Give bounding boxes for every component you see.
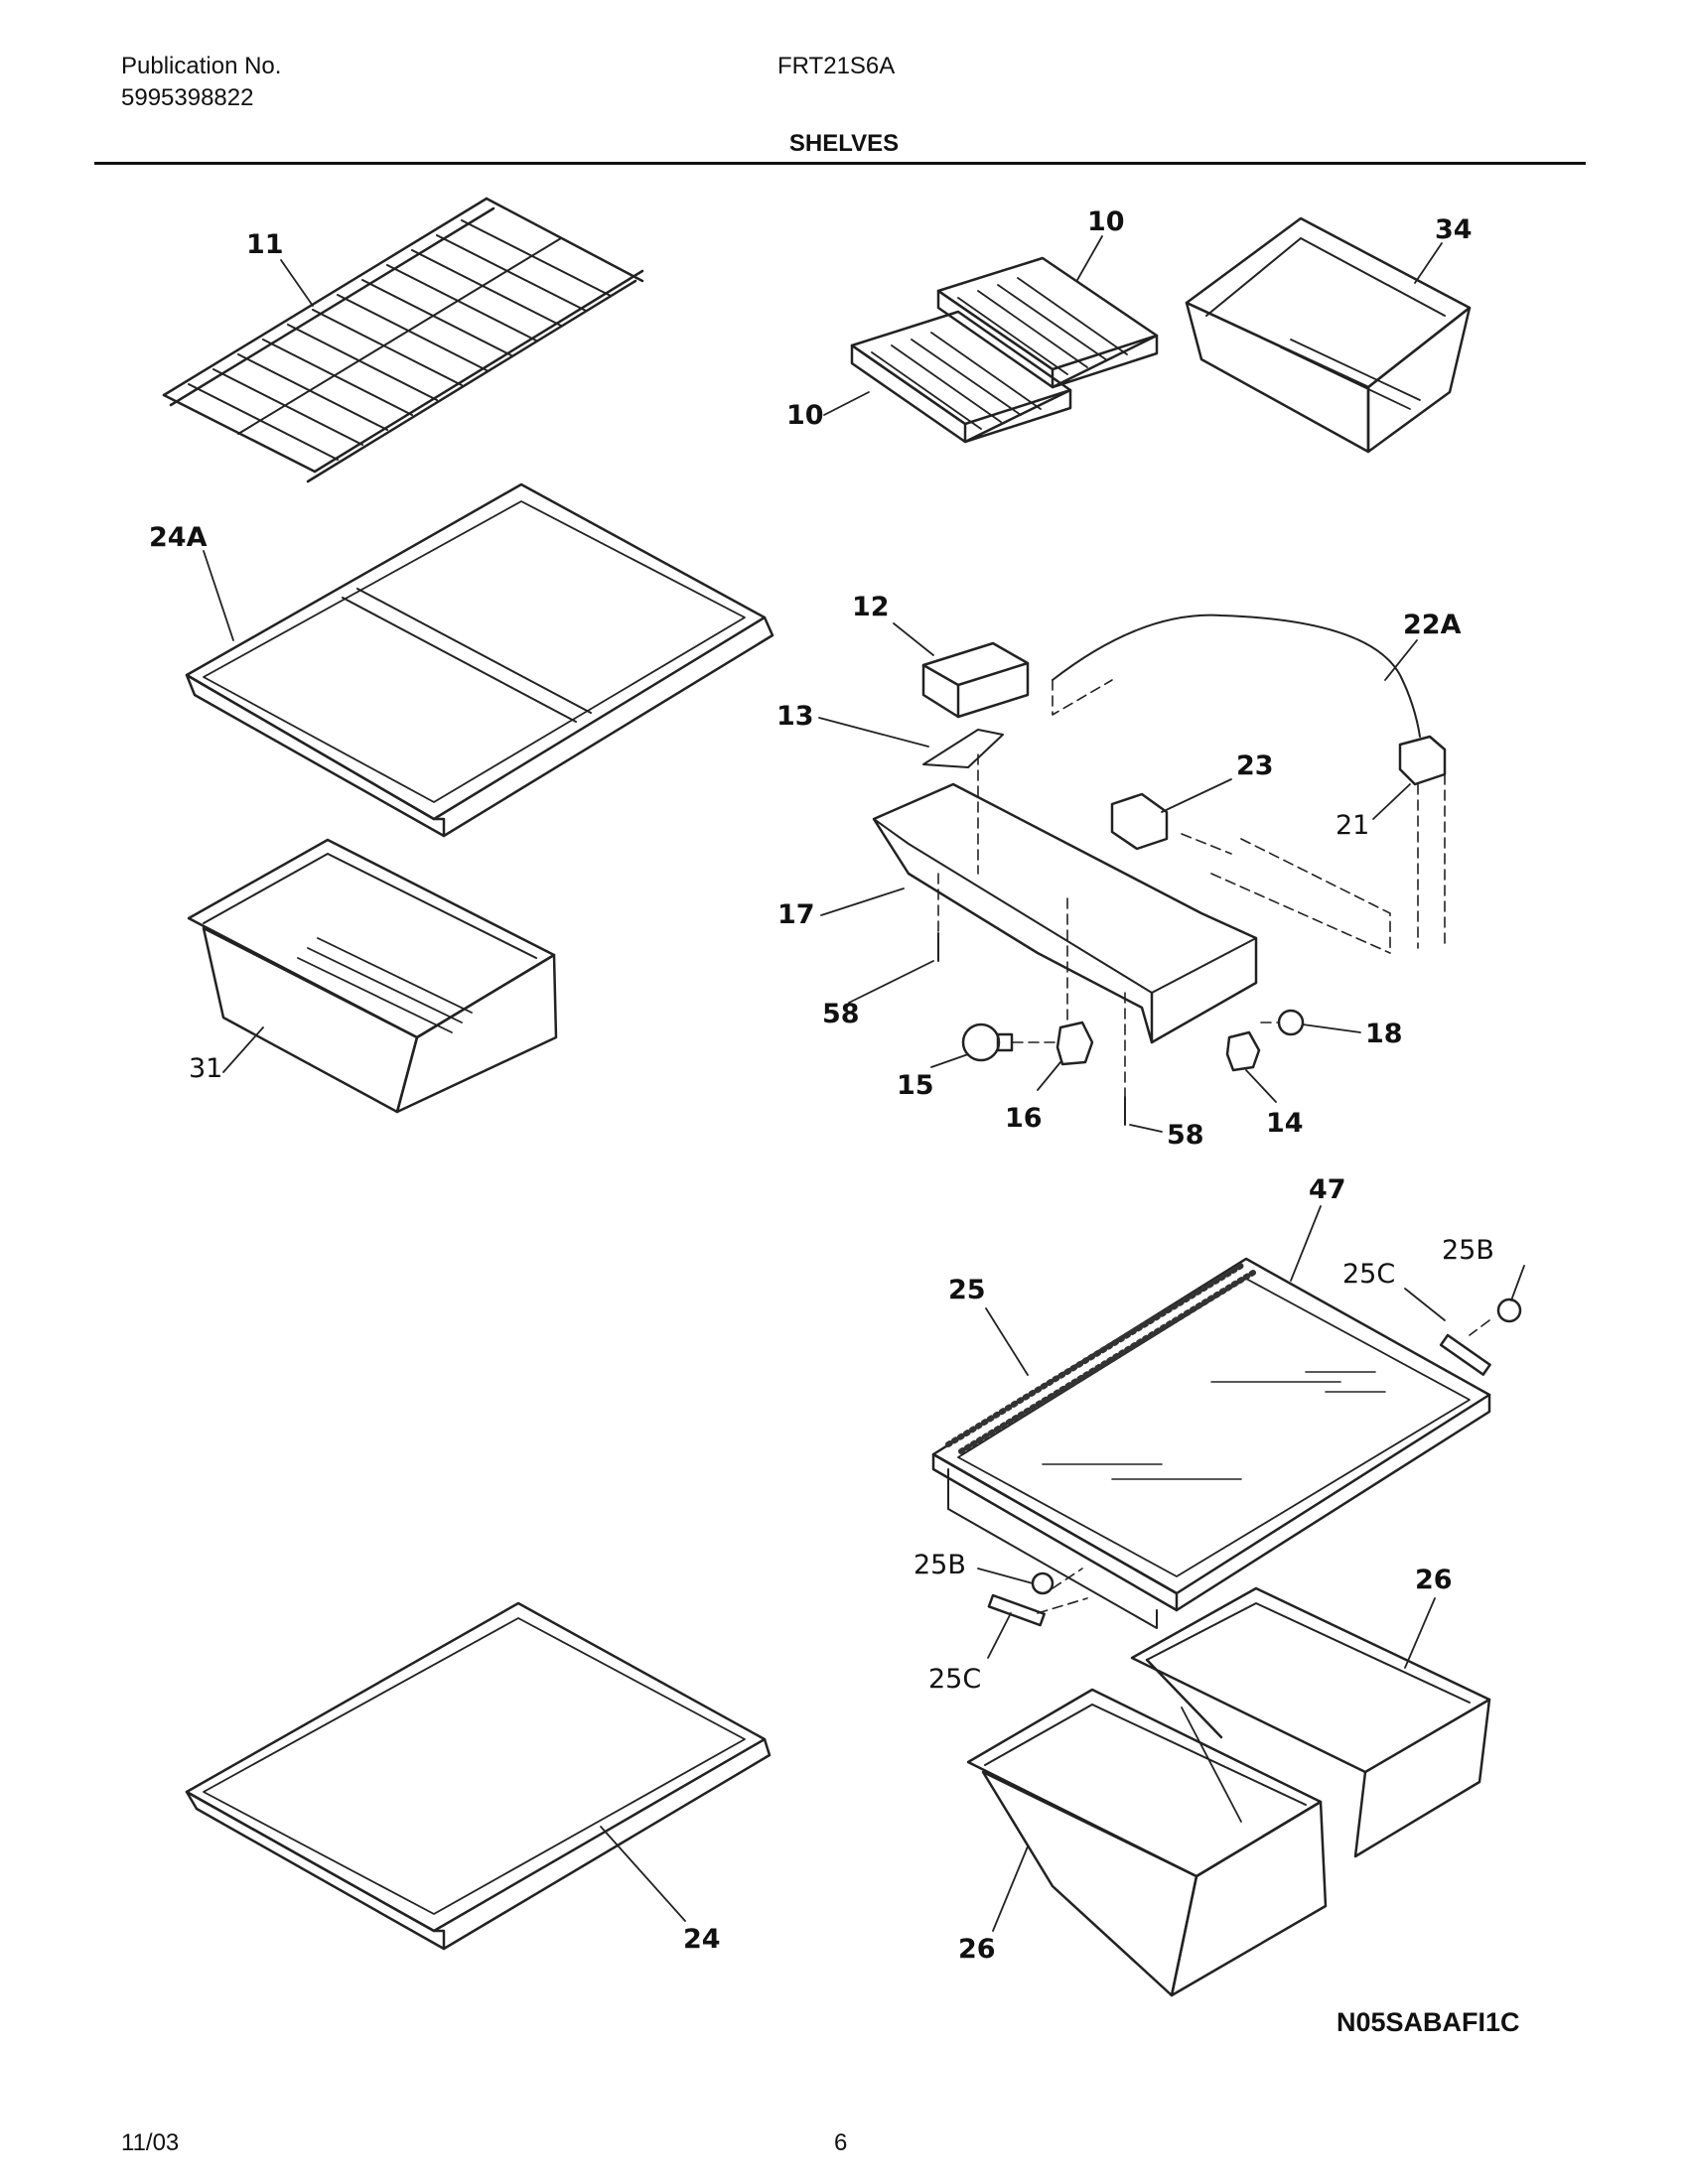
crisper-drawers-drawing [966, 1586, 1491, 1997]
section-title: SHELVES [788, 130, 900, 157]
light-housing-assembly-drawing [872, 614, 1447, 1126]
callout-18: 18 [1365, 1019, 1403, 1049]
callout-26-lower: 26 [958, 1934, 996, 1965]
glass-shelf-24-drawing [185, 1601, 772, 1951]
callout-31: 31 [189, 1053, 222, 1084]
callout-10-upper: 10 [1087, 206, 1125, 237]
publication-number: 5995398822 [121, 84, 254, 111]
callout-15: 15 [897, 1070, 934, 1101]
header-rule [94, 162, 1586, 165]
callout-12: 12 [852, 592, 890, 622]
publication-label: Publication No. [121, 53, 282, 79]
callout-24A: 24A [149, 522, 208, 553]
freezer-bin-drawing [1185, 216, 1472, 454]
callout-10-lower: 10 [786, 400, 824, 431]
glass-shelf-24A-drawing [185, 482, 774, 838]
wire-shelf-drawing [162, 197, 644, 483]
callout-16: 16 [1005, 1103, 1043, 1134]
crisper-cover-drawing [931, 1257, 1522, 1629]
page-number: 6 [834, 2129, 848, 2156]
figure-code: N05SABAFI1C [1336, 2007, 1520, 2037]
leader-lines [203, 235, 1525, 1932]
callout-22A: 22A [1403, 610, 1462, 640]
ice-tray-drawing [850, 256, 1159, 444]
callout-25B-upper: 25B [1442, 1235, 1494, 1266]
callout-25: 25 [948, 1275, 986, 1305]
model-number: FRT21S6A [777, 53, 896, 79]
callout-47: 47 [1309, 1174, 1346, 1205]
callout-25C-lower: 25C [928, 1664, 981, 1695]
callout-11: 11 [246, 229, 284, 260]
callout-14: 14 [1266, 1108, 1304, 1139]
crisper-pan-drawing [187, 838, 558, 1114]
callout-23: 23 [1236, 751, 1274, 781]
callout-58-upper: 58 [822, 999, 860, 1029]
footer-date: 11/03 [121, 2129, 180, 2156]
callout-17: 17 [777, 899, 815, 930]
callout-25B-lower: 25B [914, 1550, 966, 1580]
callout-26-upper: 26 [1415, 1565, 1453, 1595]
callout-58-lower: 58 [1167, 1120, 1204, 1151]
callout-34: 34 [1435, 214, 1473, 245]
callout-25C-upper: 25C [1342, 1259, 1395, 1290]
callout-13: 13 [776, 701, 814, 732]
callout-24: 24 [683, 1924, 721, 1955]
callout-21: 21 [1336, 810, 1369, 841]
